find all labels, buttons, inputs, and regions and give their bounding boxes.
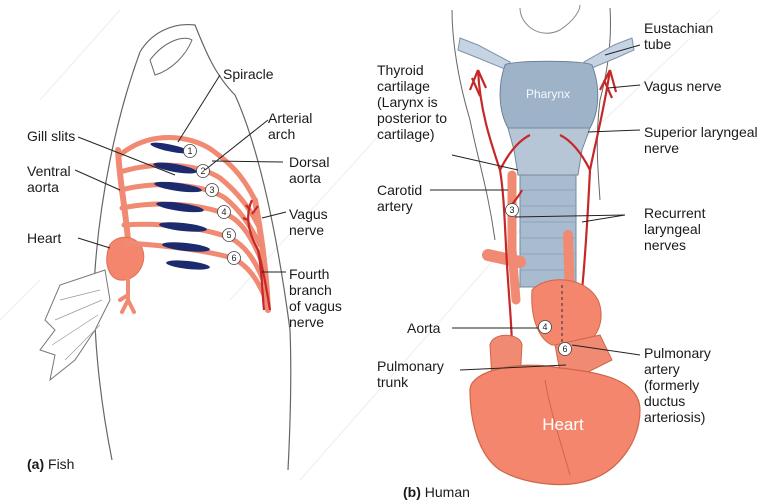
label-superior-laryngeal: Superior laryngeal nerve: [644, 124, 758, 156]
human-heart-label: Heart: [542, 415, 584, 434]
caption-fish-text: Fish: [48, 456, 74, 472]
label-thyroid-cartilage: Thyroid cartilage (Larynx is posterior t…: [377, 62, 447, 142]
label-aorta: Aorta: [407, 320, 440, 336]
fish-arch-5: 5: [226, 230, 231, 240]
fish-arch-4: 4: [221, 207, 226, 217]
human-arch-4: 4: [542, 322, 547, 332]
label-eustachian-tube: Eustachian tube: [644, 20, 713, 52]
human-diagram: Pharynx: [430, 5, 640, 485]
human-arch-6: 6: [562, 344, 567, 354]
fish-arch-1: 1: [187, 146, 192, 156]
fish-pectoral-fin: [40, 270, 110, 380]
fish-diagram: 1 2 3 4 5 6: [40, 25, 291, 470]
label-human-vagus-nerve: Vagus nerve: [644, 78, 722, 94]
caption-human-letter: (b): [403, 484, 421, 500]
label-gill-slits: Gill slits: [27, 128, 75, 144]
fish-arch-6: 6: [231, 253, 236, 263]
caption-human: (b) Human: [403, 484, 470, 500]
human-carotid-left: [512, 175, 516, 300]
label-spiracle: Spiracle: [223, 66, 274, 82]
caption-fish: (a) Fish: [27, 456, 74, 472]
label-ventral-aorta: Ventral aorta: [27, 163, 71, 195]
human-aorta: [532, 280, 601, 345]
caption-fish-letter: (a): [27, 456, 44, 472]
label-carotid-artery: Carotid artery: [377, 182, 422, 214]
label-pulmonary-trunk: Pulmonary trunk: [377, 358, 444, 390]
label-arterial-arch: Arterial arch: [268, 110, 312, 142]
label-fish-vagus-nerve: Vagus nerve: [289, 206, 328, 238]
label-pulmonary-artery: Pulmonary artery (formerly ductus arteri…: [644, 345, 711, 425]
pharynx-label: Pharynx: [526, 87, 570, 101]
human-arch-3: 3: [509, 205, 514, 215]
caption-human-text: Human: [425, 484, 470, 500]
fish-arch-2: 2: [200, 166, 205, 176]
label-fourth-branch: Fourth branch of vagus nerve: [289, 266, 342, 330]
label-dorsal-aorta: Dorsal aorta: [289, 154, 329, 186]
label-fish-heart: Heart: [27, 230, 61, 246]
label-recurrent-laryngeal: Recurrent laryngeal nerves: [644, 205, 705, 253]
fish-arch-3: 3: [209, 185, 214, 195]
